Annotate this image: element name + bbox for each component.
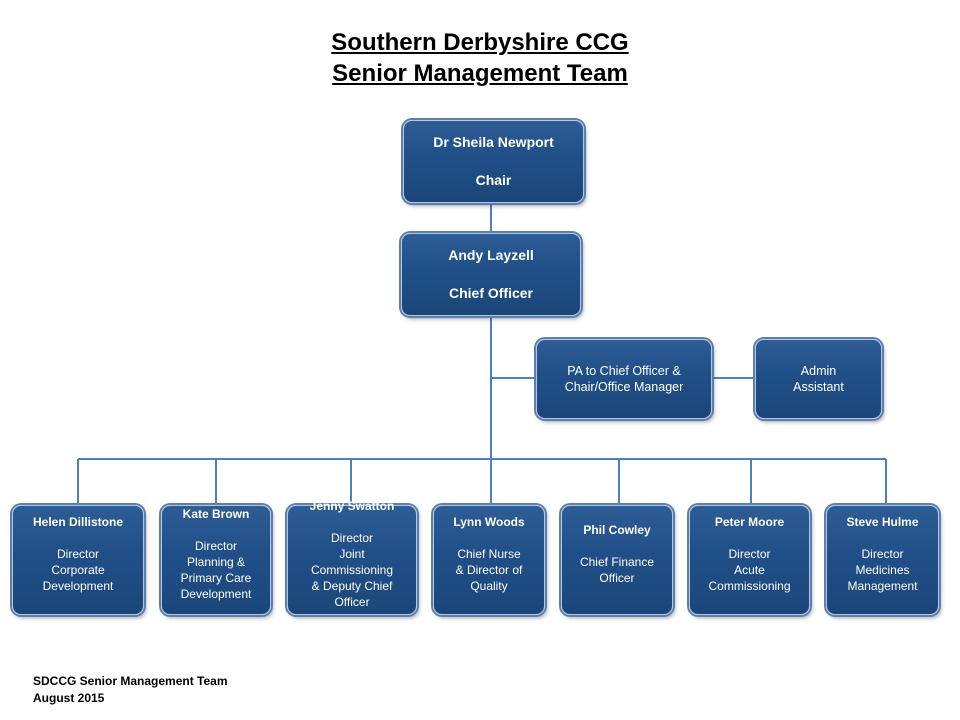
chart-title-line2: Senior Management Team <box>332 60 628 87</box>
director-role: Director Acute Commissioning <box>708 547 791 593</box>
chief-officer-role: Chief Officer <box>448 285 533 301</box>
director-role: Director Joint Commissioning & Deputy Ch… <box>310 531 394 609</box>
director-role: Director Corporate Development <box>42 547 114 593</box>
director-role: Director Planning & Primary Care Develop… <box>180 539 252 601</box>
node-director-peter-moore[interactable]: Peter Moore Director Acute Commissioning <box>689 505 810 615</box>
node-director-kate-brown[interactable]: Kate Brown Director Planning & Primary C… <box>161 505 271 615</box>
director-role: Chief Finance Officer <box>579 555 655 585</box>
director-name: Jenny Swatton <box>309 499 395 513</box>
director-name: Peter Moore <box>714 515 785 529</box>
admin-role: Admin Assistant <box>793 364 844 394</box>
node-director-jenny-swatton[interactable]: Jenny Swatton Director Joint Commissioni… <box>287 499 417 615</box>
node-director-helen-dillistone[interactable]: Helen Dillistone Director Corporate Deve… <box>12 505 144 615</box>
director-name: Phil Cowley <box>583 523 651 537</box>
node-director-steve-hulme[interactable]: Steve Hulme Director Medicines Managemen… <box>826 505 939 615</box>
chair-name: Dr Sheila Newport <box>433 134 554 150</box>
director-role: Director Medicines Management <box>847 547 918 593</box>
node-chief-officer[interactable]: Andy Layzell Chief Officer <box>401 233 581 316</box>
pa-role: PA to Chief Officer & Chair/Office Manag… <box>564 364 684 394</box>
node-director-phil-cowley[interactable]: Phil Cowley Chief Finance Officer <box>561 505 673 615</box>
node-director-lynn-woods[interactable]: Lynn Woods Chief Nurse & Director of Qua… <box>433 505 545 615</box>
director-name: Helen Dillistone <box>32 515 124 529</box>
chair-role: Chair <box>475 172 512 188</box>
node-admin-assistant[interactable]: Admin Assistant <box>755 339 882 419</box>
director-name: Steve Hulme <box>846 515 919 529</box>
chief-officer-name: Andy Layzell <box>448 247 534 263</box>
footer-line2: August 2015 <box>33 691 105 705</box>
footer-line1: SDCCG Senior Management Team <box>33 674 228 688</box>
chart-title-line1: Southern Derbyshire CCG <box>331 29 629 56</box>
node-chair[interactable]: Dr Sheila Newport Chair <box>403 120 584 203</box>
director-name: Kate Brown <box>182 507 250 521</box>
node-pa-chief-officer[interactable]: PA to Chief Officer & Chair/Office Manag… <box>536 339 712 419</box>
director-name: Lynn Woods <box>453 515 525 529</box>
director-role: Chief Nurse & Director of Quality <box>455 547 523 593</box>
